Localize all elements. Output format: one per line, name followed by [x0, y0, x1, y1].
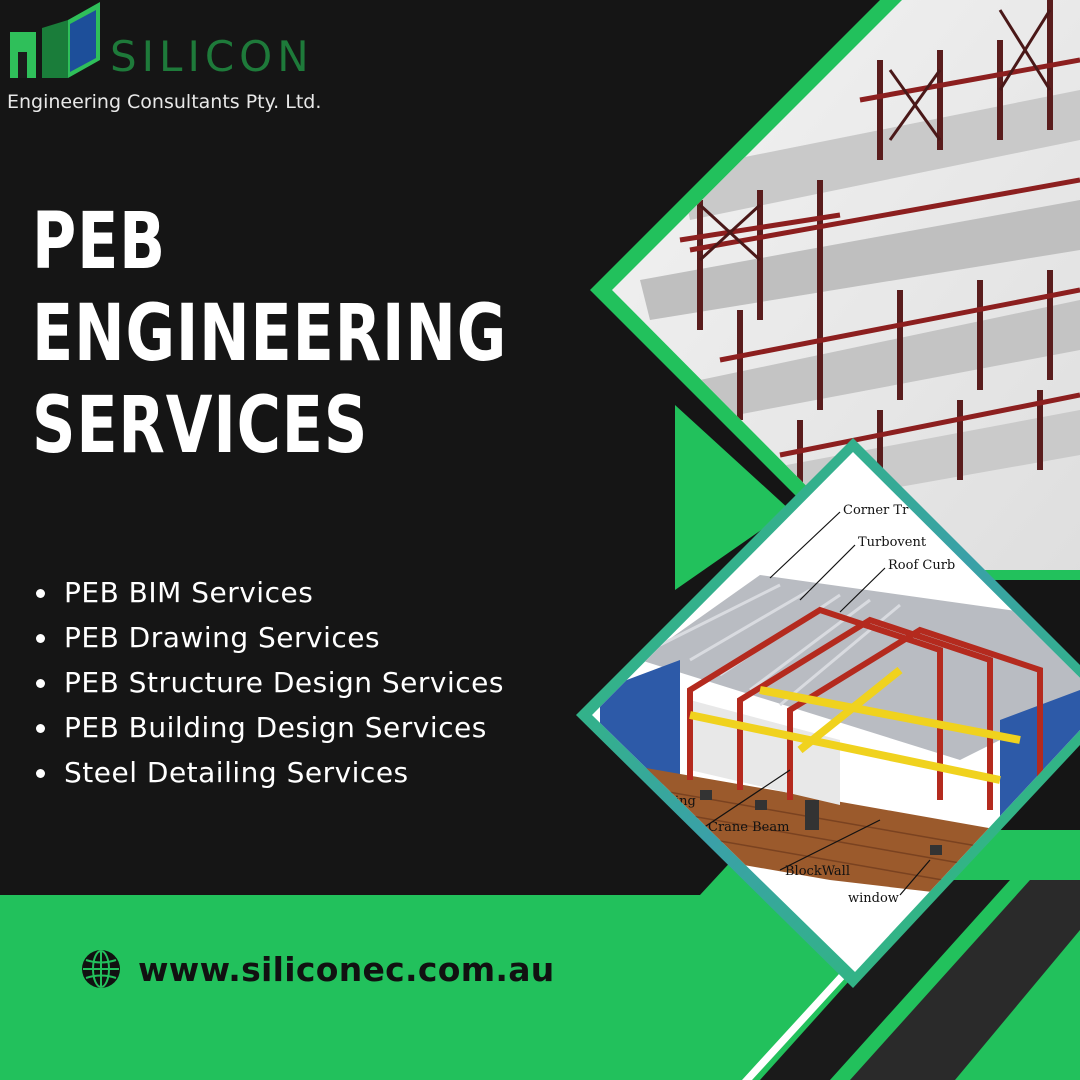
list-item: PEB Drawing Services: [32, 615, 504, 660]
label-turbovent: Turbovent: [858, 535, 927, 550]
website-url[interactable]: www.siliconec.com.au: [138, 949, 555, 989]
service-label: Steel Detailing Services: [64, 756, 409, 789]
bullet-icon: [36, 589, 45, 598]
headline: PEB ENGINEERING SERVICES: [32, 196, 507, 472]
bullet-icon: [36, 769, 45, 778]
headline-line-1: PEB: [32, 197, 167, 287]
services-list: PEB BIM Services PEB Drawing Services PE…: [32, 570, 504, 795]
label-roof-curb: Roof Curb: [888, 558, 955, 573]
brand-tagline: Engineering Consultants Pty. Ltd.: [7, 91, 322, 113]
service-label: PEB Structure Design Services: [64, 666, 504, 699]
service-label: PEB Building Design Services: [64, 711, 487, 744]
service-label: PEB BIM Services: [64, 576, 314, 609]
bullet-icon: [36, 724, 45, 733]
silicon-logo-icon: [10, 2, 100, 78]
label-crane-beam: Crane Beam: [708, 820, 789, 835]
list-item: PEB Structure Design Services: [32, 660, 504, 705]
headline-line-3: SERVICES: [32, 381, 369, 471]
bullet-icon: [36, 679, 45, 688]
label-window: window: [848, 891, 899, 906]
globe-icon: [82, 950, 120, 988]
list-item: Steel Detailing Services: [32, 750, 504, 795]
list-item: PEB Building Design Services: [32, 705, 504, 750]
bullet-icon: [36, 634, 45, 643]
brand-name: SILICON: [110, 32, 314, 81]
service-label: PEB Drawing Services: [64, 621, 381, 654]
headline-line-2: ENGINEERING: [32, 289, 508, 379]
label-blockwall: BlockWall: [785, 864, 850, 879]
label-corner: Corner Tr: [843, 503, 909, 518]
list-item: PEB BIM Services: [32, 570, 504, 615]
website-link[interactable]: www.siliconec.com.au: [80, 948, 555, 990]
